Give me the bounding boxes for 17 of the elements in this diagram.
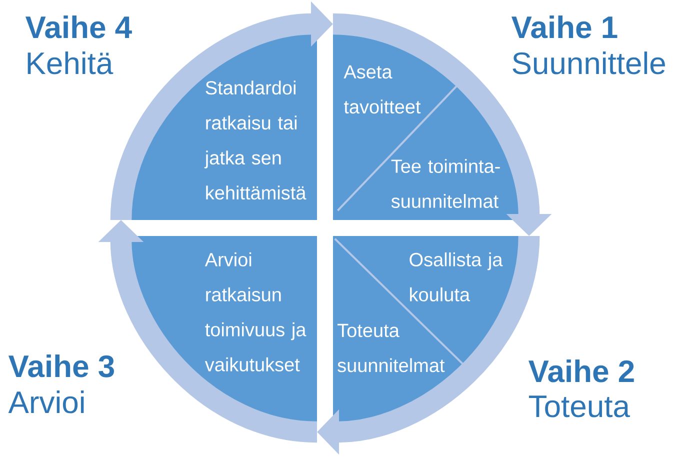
- step-text: Aseta tavoitteet: [344, 65, 421, 114]
- phase-title: Vaihe 3: [8, 354, 114, 378]
- quadrant: [131, 236, 317, 422]
- phase-name: Toteuta: [528, 396, 630, 418]
- step-text: Tee toiminta- suunnitelmat: [391, 159, 500, 208]
- quadrant: [131, 34, 317, 220]
- step-text: Toteuta suunnitelmat: [338, 324, 445, 372]
- step-text: Standardoi ratkaisu tai jatka sen kehittämistä: [204, 80, 306, 200]
- phase-title: Vaihe 2: [528, 360, 634, 382]
- phase-name: Suunnittele: [512, 52, 665, 74]
- phase-title: Vaihe 1: [511, 16, 618, 38]
- step-text: Osallista ja kouluta: [410, 252, 503, 302]
- phase-name: Arvioi: [8, 390, 84, 414]
- step-text: Arvioi ratkaisun toimivuus ja vaikutukset: [204, 252, 306, 372]
- quadrant: [333, 236, 519, 422]
- phase-name: Kehitä: [28, 52, 114, 74]
- phase-title: Vaihe 4: [25, 16, 132, 38]
